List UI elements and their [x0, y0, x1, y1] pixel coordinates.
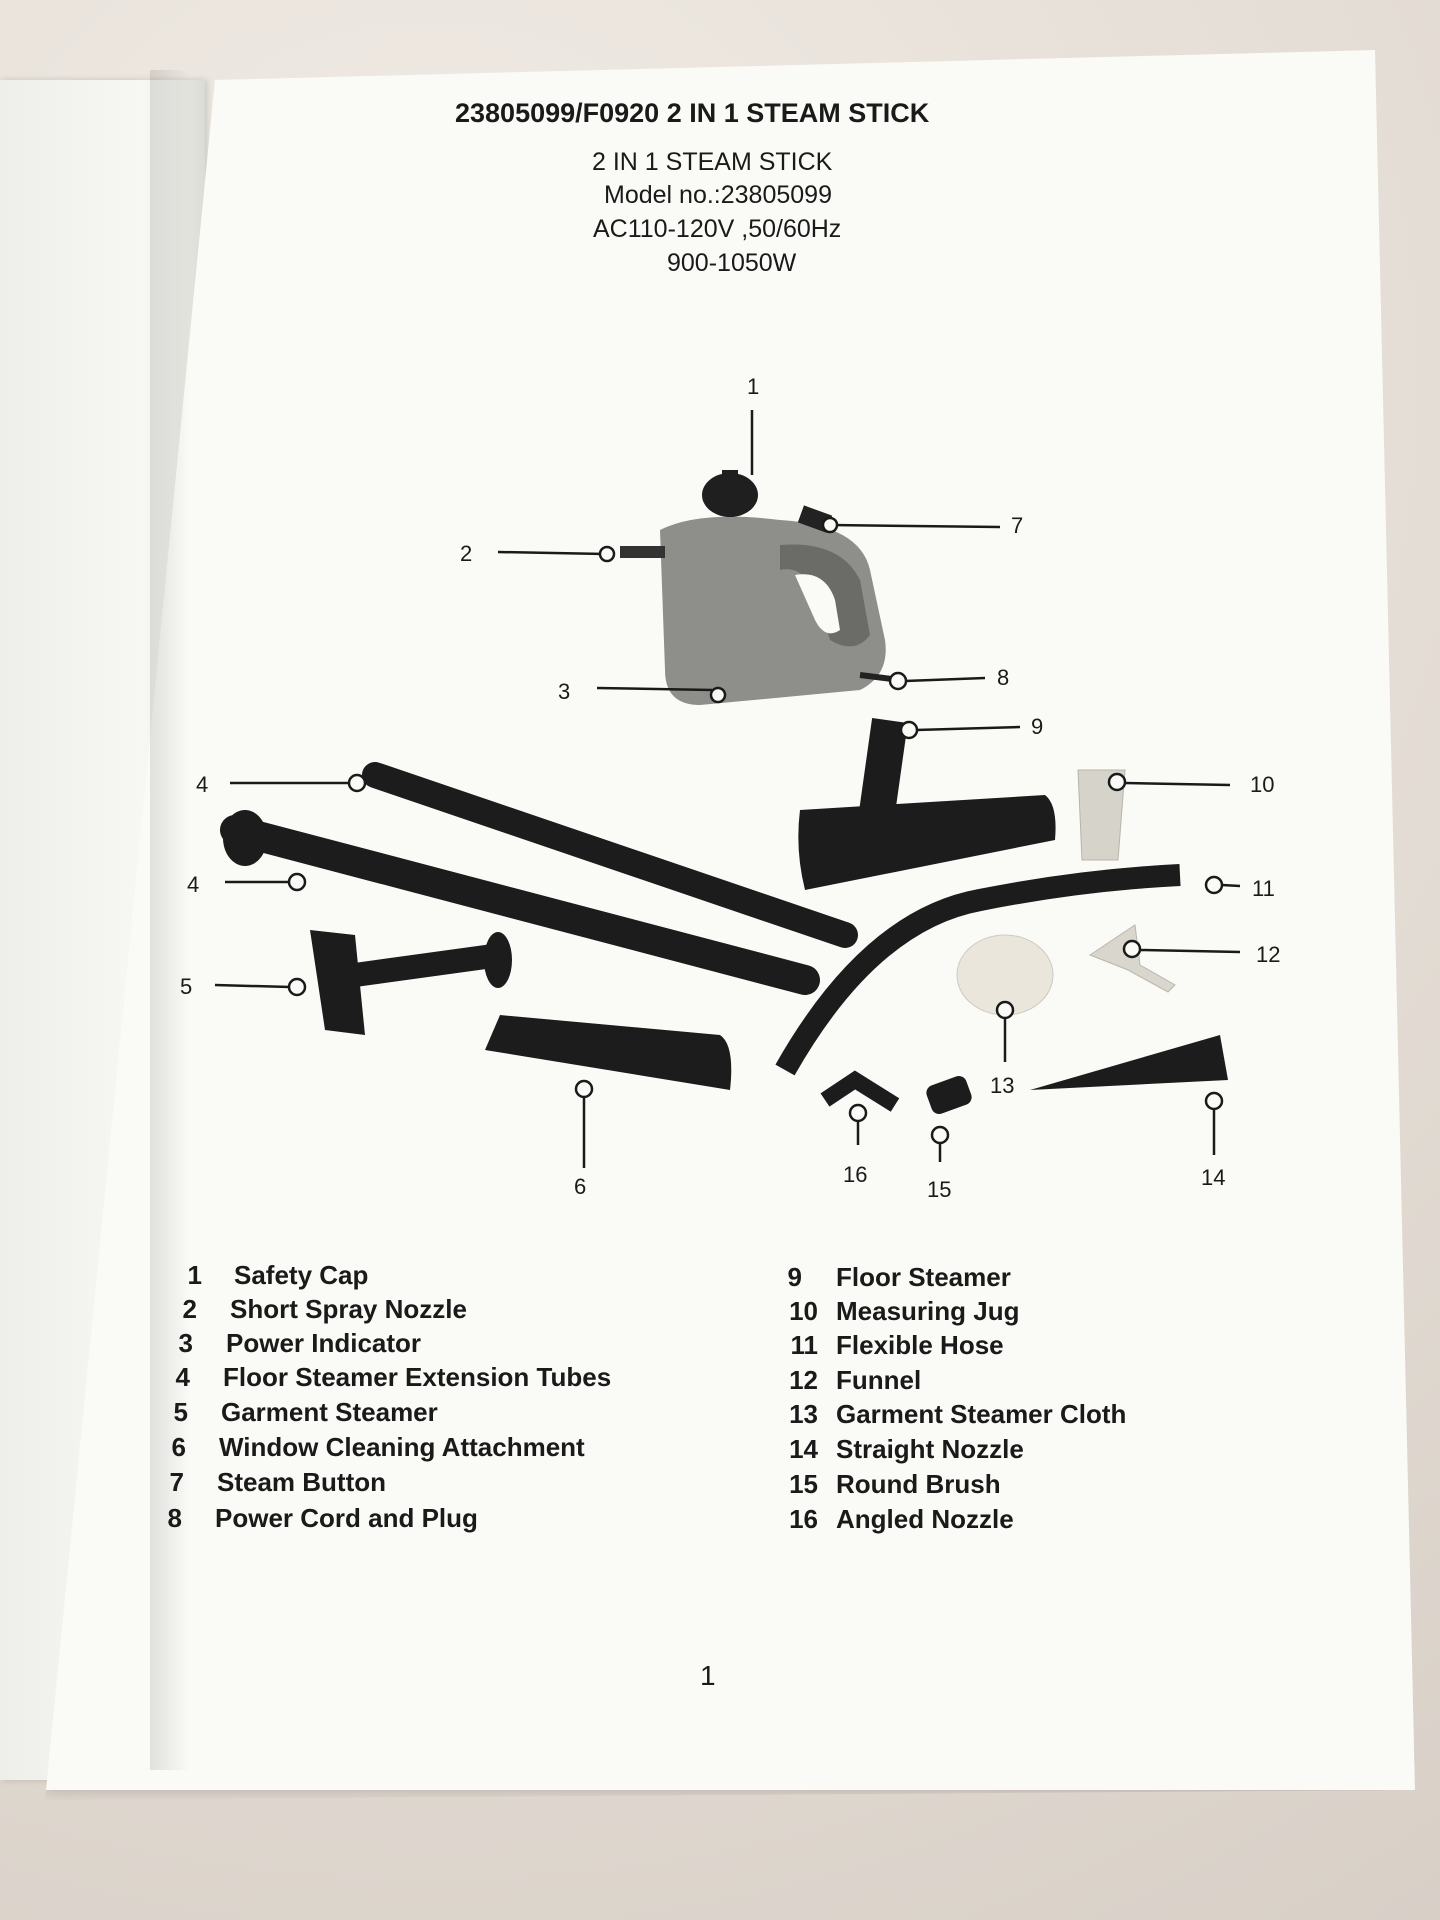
legend-label: Power Cord and Plug — [215, 1503, 478, 1533]
legend-label: Safety Cap — [234, 1260, 369, 1290]
callout-10: 10 — [1250, 772, 1275, 797]
legend-num: 7 — [169, 1467, 184, 1497]
legend-label: Short Spray Nozzle — [230, 1294, 467, 1324]
callout-11: 11 — [1252, 876, 1275, 901]
legend-num: 9 — [787, 1262, 802, 1292]
steamer-body-illustration — [620, 470, 901, 705]
subtitle-model: Model no.:23805099 — [604, 181, 832, 209]
legend-num: 11 — [790, 1330, 819, 1360]
callout-12: 12 — [1256, 942, 1281, 967]
angled-nozzle-illustration — [820, 1070, 900, 1112]
manual-page — [45, 50, 1415, 1790]
measuring-jug-illustration — [1077, 769, 1126, 861]
callout-13: 13 — [990, 1073, 1015, 1098]
legend-label: Steam Button — [217, 1467, 386, 1497]
funnel-illustration — [1088, 924, 1176, 993]
legend-label: Straight Nozzle — [836, 1434, 1024, 1464]
legend-label: Garment Steamer Cloth — [836, 1399, 1127, 1429]
legend-label: Round Brush — [836, 1469, 1001, 1499]
straight-nozzle-illustration — [1030, 1035, 1228, 1090]
legend-label: Measuring Jug — [836, 1296, 1020, 1326]
page-number: 1 — [700, 1660, 716, 1691]
legend-num: 13 — [789, 1399, 818, 1429]
callout-2: 2 — [460, 541, 473, 566]
legend-label: Garment Steamer — [221, 1397, 438, 1427]
callout-leaders — [214, 410, 1241, 1168]
callout-16: 16 — [843, 1162, 868, 1187]
extension-tubes-illustration — [220, 762, 858, 995]
callout-4b: 4 — [187, 872, 200, 897]
legend-label: Floor Steamer — [836, 1262, 1011, 1292]
subtitle-wattage: 900-1050W — [667, 249, 797, 277]
callout-1: 1 — [747, 374, 760, 399]
subtitle-product: 2 IN 1 STEAM STICK — [592, 148, 833, 176]
callout-8: 8 — [997, 665, 1010, 690]
page-fold-shadow — [150, 70, 190, 1770]
legend-num: 1 — [187, 1260, 202, 1290]
legend-label: Floor Steamer Extension Tubes — [223, 1362, 612, 1392]
legend-num: 16 — [789, 1504, 818, 1534]
garment-steamer-illustration — [310, 930, 512, 1035]
floor-steamer-illustration — [798, 717, 1056, 890]
legend-num: 5 — [173, 1397, 188, 1427]
callout-4a: 4 — [196, 772, 209, 797]
legend-num: 12 — [789, 1365, 818, 1395]
legend-num: 2 — [182, 1294, 197, 1324]
window-attachment-illustration — [485, 1015, 732, 1090]
legend-num: 6 — [171, 1432, 186, 1462]
callout-7: 7 — [1011, 513, 1024, 538]
page-title: 23805099/F0920 2 IN 1 STEAM STICK — [455, 98, 930, 128]
legend-num: 15 — [789, 1469, 818, 1499]
subtitle-power-supply: AC110-120V ,50/60Hz — [593, 215, 842, 243]
legend-num: 3 — [178, 1328, 193, 1358]
callout-3: 3 — [558, 679, 571, 704]
round-brush-illustration — [926, 1075, 972, 1115]
flexible-hose-illustration — [775, 864, 1181, 1076]
callout-15: 15 — [927, 1177, 952, 1202]
legend-num: 4 — [175, 1362, 190, 1392]
callout-6: 6 — [574, 1174, 587, 1199]
legend-num: 10 — [789, 1296, 818, 1326]
legend-label: Funnel — [836, 1365, 922, 1395]
legend-label: Power Indicator — [226, 1328, 422, 1358]
legend-label: Flexible Hose — [836, 1330, 1004, 1360]
callout-9: 9 — [1031, 714, 1044, 739]
legend-num: 8 — [167, 1503, 182, 1533]
callout-5: 5 — [180, 974, 193, 999]
legend-label: Angled Nozzle — [836, 1504, 1014, 1534]
legend-label: Window Cleaning Attachment — [219, 1432, 585, 1462]
callout-14: 14 — [1201, 1165, 1226, 1190]
legend-num: 14 — [789, 1434, 818, 1464]
